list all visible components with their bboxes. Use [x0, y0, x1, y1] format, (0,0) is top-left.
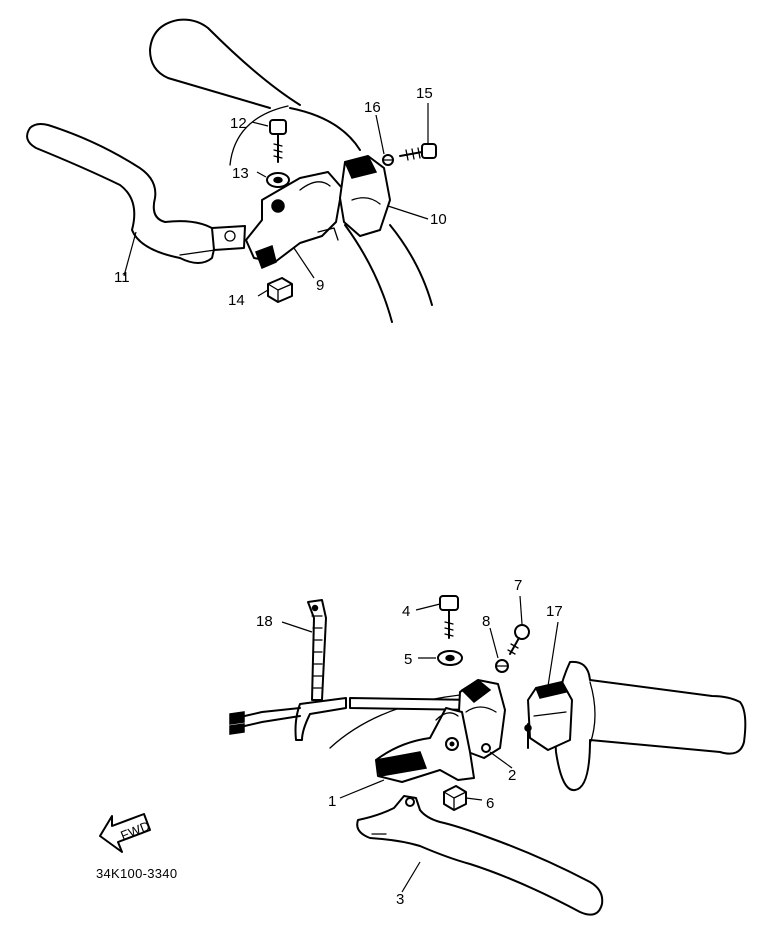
callout-17: 17 — [546, 603, 563, 620]
washer-5 — [437, 650, 463, 666]
callout-18: 18 — [256, 613, 273, 630]
callout-5: 5 — [404, 651, 412, 668]
callout-6: 6 — [486, 795, 494, 812]
cable-tie-18 — [307, 599, 327, 701]
callout-12: 12 — [230, 115, 247, 132]
clutch-lever-11 — [26, 123, 246, 264]
washer-13 — [266, 172, 290, 188]
callout-9: 9 — [316, 277, 324, 294]
washer-8 — [495, 659, 509, 673]
callout-7: 7 — [514, 577, 522, 594]
callout-8: 8 — [482, 613, 490, 630]
callout-13: 13 — [232, 165, 249, 182]
brake-lever-3 — [356, 795, 604, 916]
callout-11: 11 — [114, 269, 130, 286]
nut-6 — [443, 785, 467, 811]
bolt-15 — [399, 143, 437, 161]
clamp-10 — [339, 155, 391, 237]
callout-10: 10 — [430, 211, 447, 228]
callout-14: 14 — [228, 292, 245, 309]
switch-17 — [524, 681, 573, 751]
lever-holder-9 — [245, 171, 343, 269]
fwd-arrow: FWD — [99, 813, 152, 853]
bottom-grip — [329, 660, 747, 792]
callout-3: 3 — [396, 891, 404, 908]
nut-14 — [267, 277, 293, 303]
callout-1: 1 — [328, 793, 336, 810]
bolt-12 — [269, 119, 287, 163]
top-assembly — [26, 18, 437, 323]
diagram-code: 34K100-3340 — [96, 866, 177, 881]
top-grip — [149, 18, 433, 323]
bottom-assembly — [229, 595, 747, 916]
callout-16: 16 — [364, 99, 381, 116]
washer-16 — [382, 154, 394, 166]
callout-labels: 12 13 14 15 16 10 9 11 4 5 6 7 8 17 18 2… — [114, 85, 563, 908]
bolt-4 — [439, 595, 459, 639]
callout-4: 4 — [402, 603, 410, 620]
screw-7 — [507, 624, 530, 655]
callout-2: 2 — [508, 767, 516, 784]
callout-15: 15 — [416, 85, 433, 102]
master-cylinder-1 — [375, 707, 475, 783]
